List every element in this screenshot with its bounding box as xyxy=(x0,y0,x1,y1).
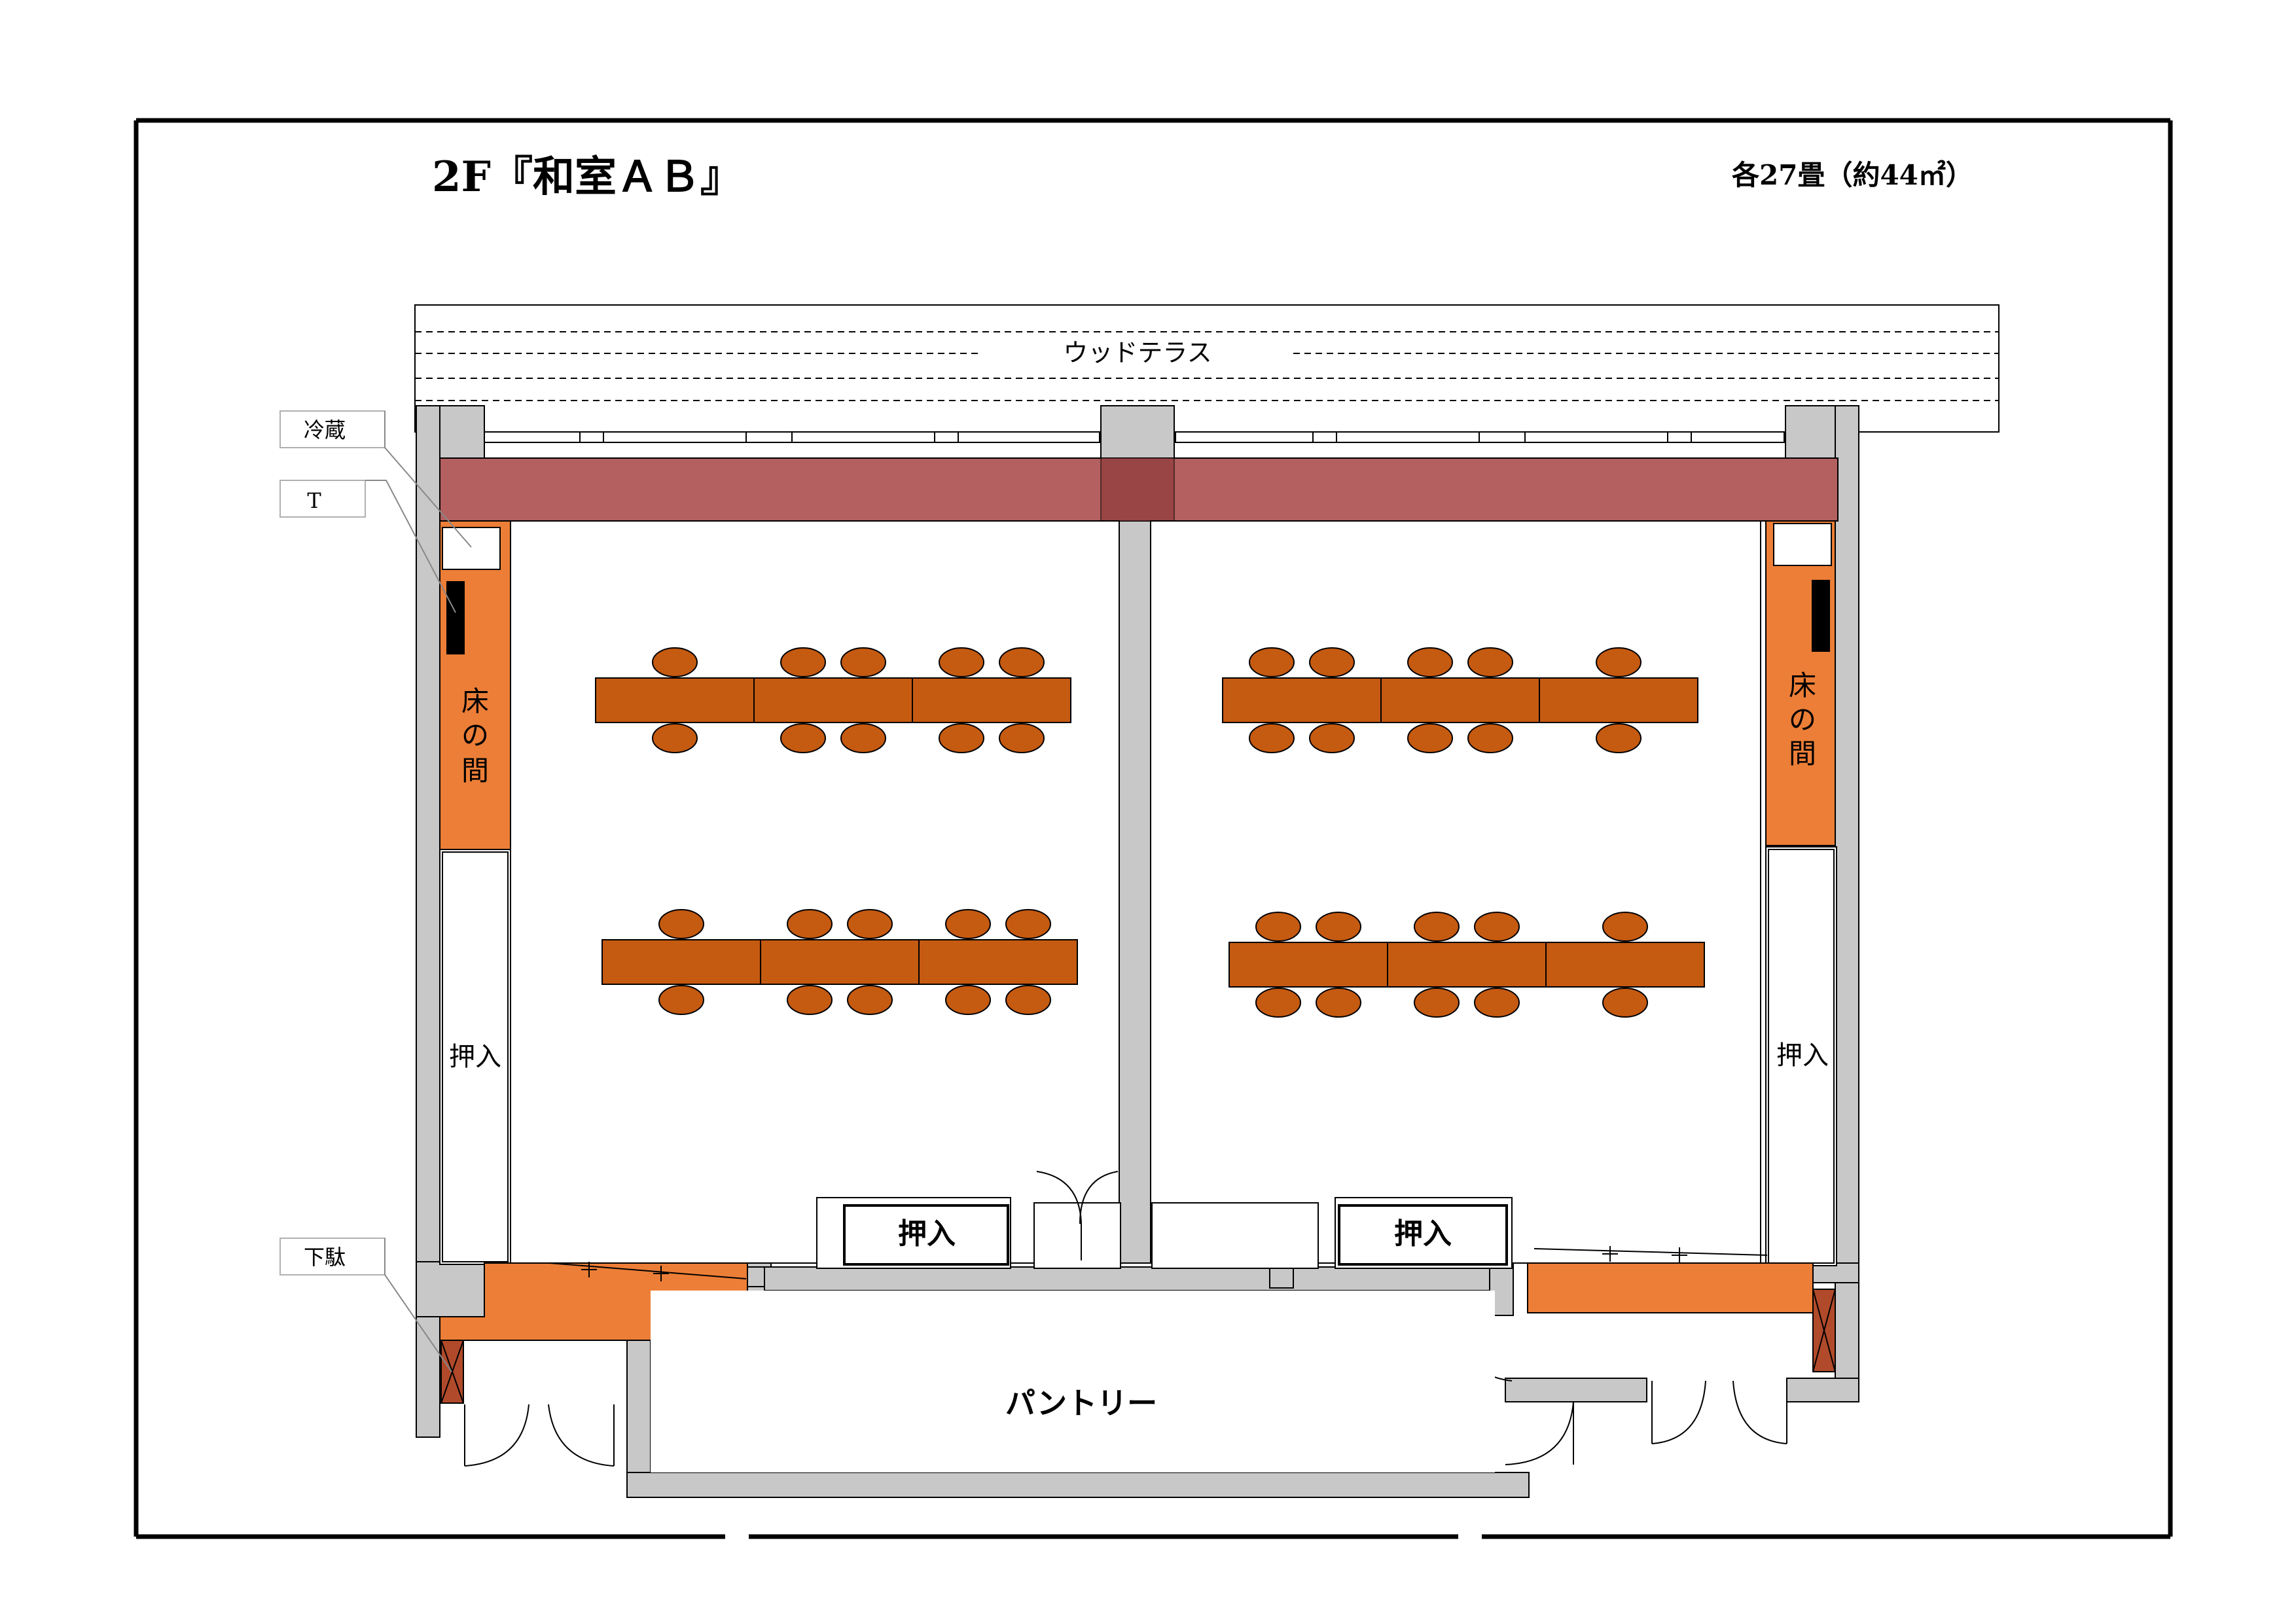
tokonoma-left-label: 床 の 間 xyxy=(461,685,489,787)
table xyxy=(753,677,913,723)
chair xyxy=(1255,912,1301,942)
table xyxy=(1387,942,1547,988)
chair xyxy=(847,909,893,939)
fridge-left xyxy=(442,527,501,570)
wood-terrace-label: ウッドテラス xyxy=(1063,338,1211,367)
closet-bottom-b-label: 押入 xyxy=(1394,1217,1452,1251)
chair xyxy=(1602,912,1648,942)
tokonoma-right xyxy=(1765,520,1836,846)
pantry-label: パントリー xyxy=(1005,1385,1157,1421)
chair xyxy=(945,985,991,1015)
chair xyxy=(1005,909,1051,939)
chair xyxy=(945,909,991,939)
svg-text:の: の xyxy=(1789,704,1816,736)
closet-bottom-b xyxy=(1335,1197,1513,1269)
entry-right-floor xyxy=(1527,1262,1814,1313)
chair xyxy=(999,723,1045,753)
table xyxy=(912,677,1071,723)
chair xyxy=(847,985,893,1015)
chair xyxy=(840,647,886,677)
chair xyxy=(780,723,826,753)
chair xyxy=(939,647,984,677)
chair xyxy=(1407,647,1453,677)
tv-left xyxy=(446,581,465,654)
chair xyxy=(1602,988,1648,1018)
closet-left-label: 押入 xyxy=(449,1042,501,1072)
chair xyxy=(1316,912,1361,942)
closet-bottom-a xyxy=(816,1197,1011,1269)
closet-bottom-a-label: 押入 xyxy=(898,1217,956,1251)
shoe-cabinet-right xyxy=(1812,1289,1836,1372)
chair xyxy=(1005,985,1051,1015)
callout-fridge-label: 冷蔵 xyxy=(304,418,346,442)
table xyxy=(1380,677,1540,723)
chair xyxy=(1249,723,1295,753)
walls xyxy=(416,405,1859,1498)
page-title: 2F『和室ＡＢ』 xyxy=(432,152,742,202)
chair xyxy=(658,909,704,939)
callout-fridge xyxy=(279,410,472,548)
chair xyxy=(1309,723,1355,753)
closet-right xyxy=(1765,846,1837,1266)
room-b-floor xyxy=(1150,520,1761,1264)
fridge-right xyxy=(1773,523,1832,566)
chair xyxy=(1255,988,1301,1018)
svg-text:間: 間 xyxy=(461,755,489,787)
svg-text:床: 床 xyxy=(1789,669,1816,702)
chair xyxy=(1474,912,1520,942)
table xyxy=(601,939,761,985)
chair xyxy=(1596,723,1641,753)
chair xyxy=(1309,647,1355,677)
chair xyxy=(787,985,833,1015)
shoe-cabinet-left xyxy=(440,1340,464,1404)
table xyxy=(1222,677,1382,723)
closet-right-label: 押入 xyxy=(1776,1041,1829,1071)
table xyxy=(918,939,1078,985)
chair xyxy=(1414,988,1460,1018)
chair xyxy=(840,723,886,753)
table xyxy=(595,677,755,723)
table xyxy=(1539,677,1698,723)
tokonoma-right-label: 床 の 間 xyxy=(1789,669,1816,770)
furniture xyxy=(595,647,1705,1018)
svg-text:の: の xyxy=(461,719,489,751)
closet-left-inner xyxy=(442,851,509,1262)
table xyxy=(1545,942,1705,988)
chair xyxy=(1596,647,1641,677)
chair xyxy=(999,647,1045,677)
partition-door xyxy=(1033,1171,1319,1269)
chair xyxy=(1414,912,1460,942)
callout-tv xyxy=(279,480,456,613)
tv-right xyxy=(1812,580,1830,652)
svg-text:床: 床 xyxy=(461,685,489,717)
chair xyxy=(1474,988,1520,1018)
chair xyxy=(1467,647,1513,677)
chair xyxy=(939,723,984,753)
svg-text:間: 間 xyxy=(1789,738,1816,770)
table xyxy=(1229,942,1388,988)
callout-shoes xyxy=(279,1238,452,1372)
chair xyxy=(1316,988,1361,1018)
chair xyxy=(1249,647,1295,677)
chair xyxy=(652,647,698,677)
chair xyxy=(787,909,833,939)
callout-tv-label: T xyxy=(307,488,321,513)
wood-terrace xyxy=(414,304,2000,433)
chair xyxy=(780,647,826,677)
area-text: 各27畳（約44㎡） xyxy=(1732,159,1973,191)
veranda-band xyxy=(439,457,1839,522)
callout-shoes-label: 下駄 xyxy=(304,1245,346,1270)
chair xyxy=(652,723,698,753)
chair xyxy=(658,985,704,1015)
step-lines xyxy=(549,1246,1768,1281)
page-frame xyxy=(134,118,2173,1539)
chair xyxy=(1467,723,1513,753)
pantry xyxy=(651,1291,1495,1472)
table xyxy=(760,939,920,985)
chair xyxy=(1407,723,1453,753)
closet-left xyxy=(439,849,511,1265)
room-a-floor xyxy=(510,520,1120,1264)
